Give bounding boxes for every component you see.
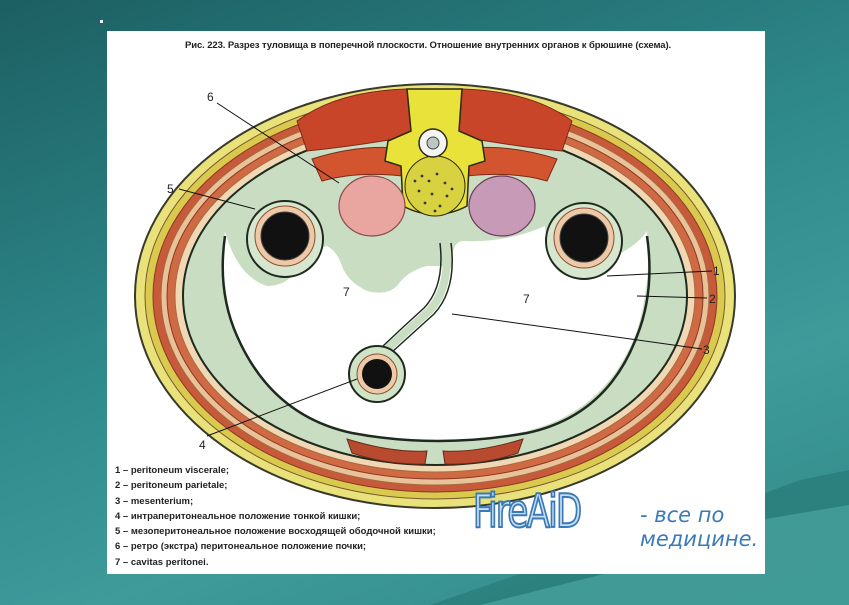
corner-dot bbox=[100, 20, 103, 23]
label-2: 2 bbox=[709, 292, 716, 306]
figure-panel: Рис. 223. Разрез туловища в поперечной п… bbox=[107, 31, 765, 574]
peritoneal-cavity bbox=[223, 226, 649, 441]
label-7-left: 7 bbox=[343, 285, 350, 299]
label-1: 1 bbox=[713, 264, 720, 278]
label-7-right: 7 bbox=[523, 292, 530, 306]
vertebral-body bbox=[404, 155, 466, 217]
legend-item: 7 – cavitas peritonei. bbox=[115, 556, 209, 568]
label-4: 4 bbox=[199, 438, 206, 452]
rectus-right bbox=[442, 438, 524, 465]
legend-item: 4 – интраперитонеальное положение тонкой… bbox=[115, 510, 361, 522]
mesentery-edge-b bbox=[391, 242, 453, 353]
spinal-cord bbox=[426, 136, 440, 150]
colon-right-lumen bbox=[559, 213, 609, 263]
cavity-outline bbox=[221, 235, 651, 443]
label-3: 3 bbox=[703, 343, 710, 357]
legend: 1 – peritoneum viscerale; 2 – peritoneum… bbox=[115, 463, 485, 570]
mesentery bbox=[384, 240, 451, 352]
watermark-tagline-line2: медицине. bbox=[640, 527, 759, 551]
label-6: 6 bbox=[207, 90, 214, 104]
legend-item: 5 – мезоперитонеальное положение восходя… bbox=[115, 526, 436, 538]
watermark-tagline-line1: - все по bbox=[640, 503, 725, 527]
label-5: 5 bbox=[167, 182, 174, 196]
legend-item: 1 – peritoneum viscerale; bbox=[115, 465, 230, 476]
mesentery-edge-a bbox=[382, 242, 442, 347]
cross-section-diagram: 6 5 1 2 3 4 7 7 bbox=[134, 83, 736, 509]
watermark-brand: FireAiD bbox=[472, 483, 583, 539]
figure-caption: Рис. 223. Разрез туловища в поперечной п… bbox=[185, 40, 672, 51]
legend-item: 3 – mesenterium; bbox=[115, 495, 194, 507]
legend-item: 2 – peritoneum parietale; bbox=[115, 480, 228, 492]
kidney-right bbox=[468, 175, 536, 237]
legend-item: 6 – ретро (экстра) перитонеальное положе… bbox=[115, 541, 367, 553]
colon-left-lumen bbox=[260, 211, 310, 261]
bone-dots bbox=[413, 172, 454, 213]
small-intestine-lumen bbox=[362, 359, 392, 389]
rectus-left bbox=[346, 438, 428, 465]
watermark-tagline: - все по медицине. bbox=[640, 503, 758, 551]
leader-lines bbox=[178, 102, 713, 437]
kidney-left bbox=[338, 175, 406, 237]
